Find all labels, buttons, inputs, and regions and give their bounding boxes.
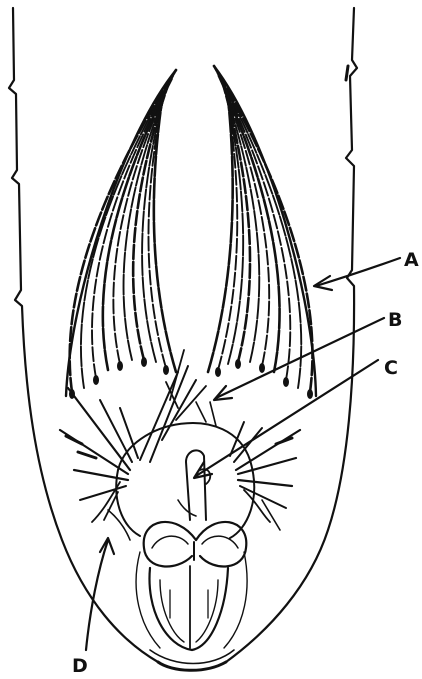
fan-lamella [216, 69, 302, 388]
right-lamellar-fan [208, 66, 316, 399]
lamella-base [93, 375, 99, 385]
lamella-base [163, 365, 169, 375]
lamella-base [259, 363, 265, 373]
body-outline-left [9, 8, 158, 662]
paired-lobes [144, 522, 247, 567]
pointer-a [314, 258, 400, 290]
central-ring [118, 423, 254, 538]
wall-mark [346, 66, 348, 80]
label-b: B [388, 309, 402, 331]
lamella-base [141, 357, 147, 367]
left-lateral-tufts [60, 388, 138, 540]
right-lateral-tufts [230, 422, 300, 530]
label-c: C [384, 357, 398, 379]
central-duct [178, 450, 210, 520]
lamella-base [283, 377, 289, 387]
label-d: D [72, 655, 88, 677]
bottom-inner-arc [150, 650, 234, 664]
fan-lamella [208, 93, 233, 372]
label-a: A [404, 249, 419, 271]
lamella-base [307, 389, 313, 399]
lamella-base [235, 359, 241, 369]
left-lamellar-fan [66, 70, 176, 399]
lamella-base [117, 361, 123, 371]
lamella-base [215, 367, 221, 377]
central-branches [140, 350, 216, 462]
